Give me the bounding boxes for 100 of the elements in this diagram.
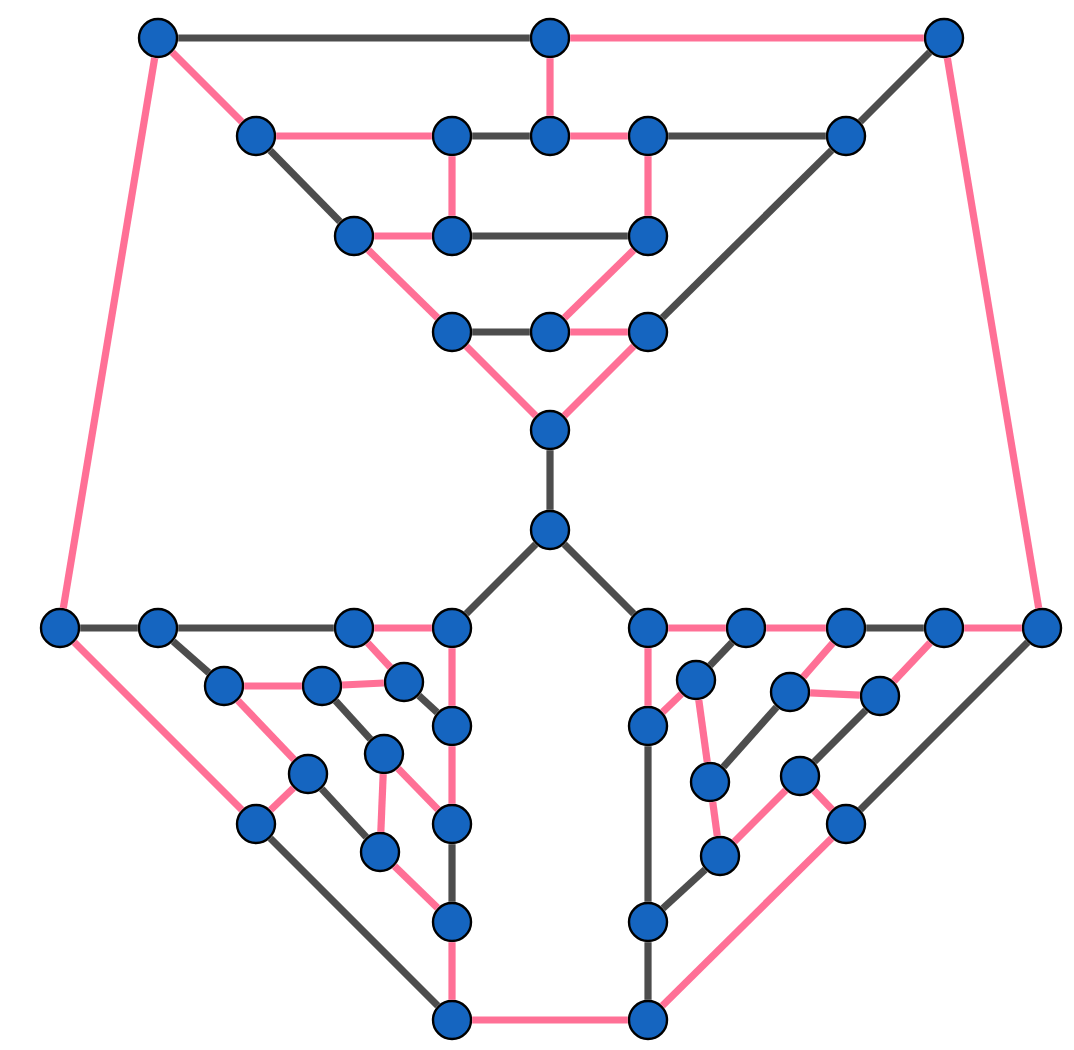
graph-vertex [301,665,343,707]
graph-edge [668,624,726,632]
graph-vertex [725,607,767,649]
graph-edge [374,232,432,240]
graph-vertex [627,999,669,1041]
graph-edge [276,132,432,140]
graph-edge [668,132,826,140]
graph-vertex [431,901,473,943]
graph-edge [332,698,374,742]
graph-vertex [203,665,245,707]
graph-vertex [627,115,669,157]
graph-edge [377,774,387,832]
graph-edge [448,156,456,216]
graph-edge [235,698,297,762]
graph-edge [695,699,711,763]
graph-vertex [39,607,81,649]
graph-vertex [529,409,571,451]
graph-vertex [779,755,821,797]
graph-edge [709,801,721,837]
graph-edge [857,49,933,125]
graph-vertex [923,17,965,59]
graph-edge [448,746,456,804]
graph-edge [472,232,628,240]
graph-vertex [431,607,473,649]
graph-vertex [627,705,669,747]
graph-vertex [825,607,867,649]
graph-edge [570,132,628,140]
graph-edge [546,450,554,510]
graph-edge [416,693,440,715]
graph-vertex [431,803,473,845]
graph-vertex [627,215,669,257]
graph-vertex [431,999,473,1041]
graph-edge [570,34,924,42]
graph-edge [720,704,780,770]
graph-vertex [363,733,405,775]
graph-edge [178,34,530,42]
graph-edge [891,640,933,684]
graph-vertex [333,215,375,257]
graph-edge [561,541,637,617]
graph-vertex [675,659,717,701]
graph-vertex [359,831,401,873]
graph-edge [659,147,835,321]
graph-vertex [627,311,669,353]
graph-edge [80,624,138,632]
graph-vertex [137,607,179,649]
graph-vertex [529,17,571,59]
graph-edge [71,639,245,813]
graph-edge [365,640,393,670]
graph-vertex [137,17,179,59]
graph-vertex [699,835,741,877]
graph-edge [660,691,684,715]
graph-vertex [529,311,571,353]
graph-vertex [431,115,473,157]
graph-vertex [825,803,867,845]
graph-vertex [287,753,329,795]
graph-edge [800,640,836,680]
graph-edge [644,156,652,216]
graph-edge [561,343,637,419]
graph-edge [810,689,860,699]
graph-edge [365,247,441,321]
graph-edge [342,679,384,689]
graph-edge [268,785,296,813]
graph-edge [463,541,539,617]
graph-edge [811,788,835,812]
graph-edge [644,648,652,706]
graph-edge [448,942,456,1000]
graph-vertex [1021,607,1063,649]
graph-edge [644,942,652,1000]
graph-edge [857,639,1031,813]
graph-edge [267,835,441,1009]
graph-edge [766,624,826,632]
graph-edge [391,863,441,911]
graph-edge [374,624,432,632]
graph-edge [546,58,554,116]
graph-vertex [383,661,425,703]
graph-edge [731,787,789,845]
graph-edge [943,57,1043,609]
graph-edge [659,835,835,1009]
graph-vertex [529,115,571,157]
graph-vertex [923,607,965,649]
graph-vertex [825,115,867,157]
graph-vertex [333,607,375,649]
graph-vertex [235,115,277,157]
graph-vertex [431,705,473,747]
graph-vertex [431,215,473,257]
graph-edge [964,624,1022,632]
graph-edge [707,640,735,668]
graph-edge [866,624,924,632]
graph-edge [570,328,628,336]
graph-edge [448,844,456,902]
graph-edge [472,328,530,336]
graph-edge [59,57,159,609]
graph-edge [811,707,869,765]
graph-edge [178,624,334,632]
graph-edge [472,1016,628,1024]
graph-vertex [627,901,669,943]
graph-vertex [235,803,277,845]
graph-vertex [431,311,473,353]
graph-edge [170,638,212,676]
graph-edge [561,247,637,321]
